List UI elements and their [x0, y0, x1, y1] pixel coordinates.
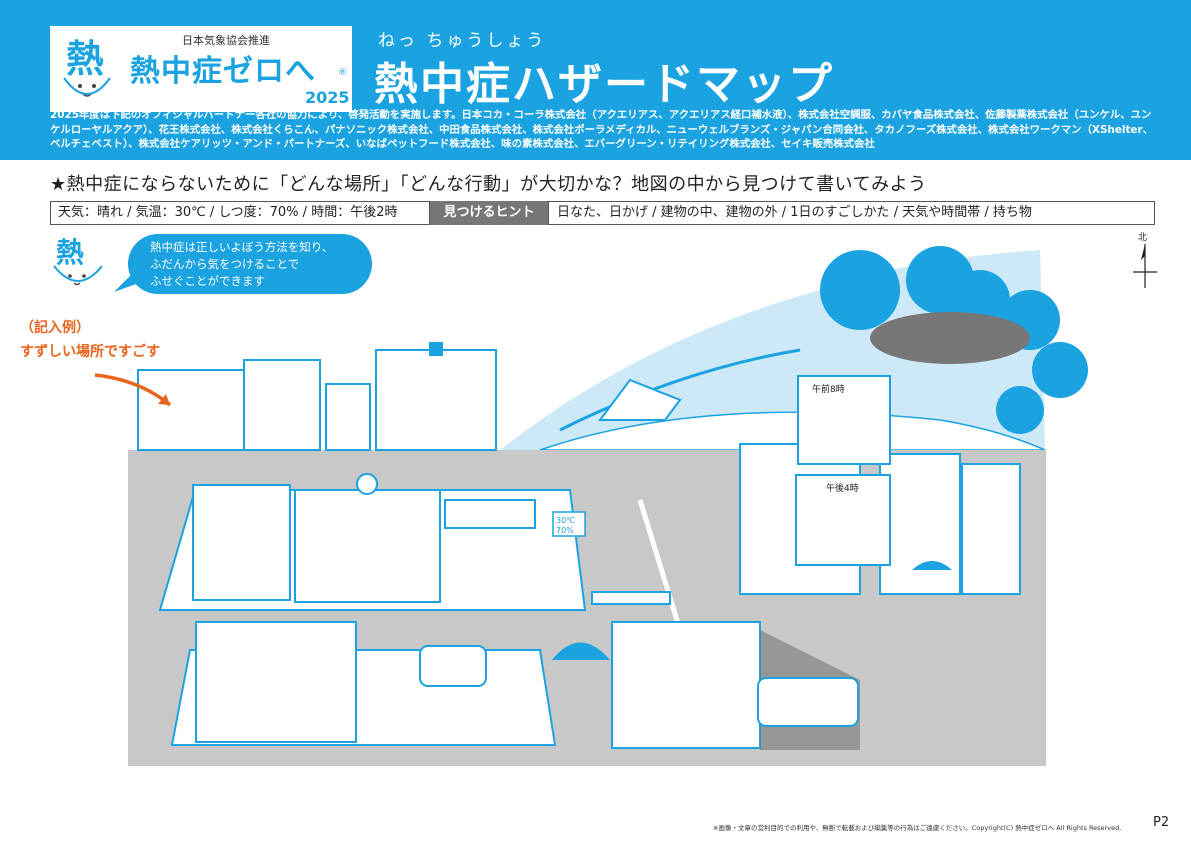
example-annotation: （記入例） すずしい場所ですごす [20, 316, 160, 364]
hazard-map-illustration[interactable]: 30℃ 70% 午前8時 午後4時 [0, 230, 1191, 770]
school-building [294, 489, 441, 603]
car-icon [419, 645, 487, 687]
gymnasium [192, 484, 291, 601]
road-barrier [591, 591, 671, 605]
bubble-line-2: ふだんから気をつけることで [150, 257, 300, 271]
logo-subtitle: 日本気象協会推進 [182, 34, 270, 47]
north-compass-icon: 北 [1133, 232, 1157, 288]
bubble-line-1: 熱中症は正しいよぼう方法を知り、 [150, 240, 334, 254]
weather-conditions: 天気：晴れ / 気温：30℃ / しつ度：70% / 時間：午後2時 [50, 201, 430, 225]
shop-building [243, 359, 321, 451]
title-ruby: ねっ ちゅうしょう [378, 31, 547, 51]
hospital-cross-icon [429, 342, 443, 356]
logo-text: 熱中症ゼロへ [130, 54, 316, 89]
svg-text:70%: 70% [556, 526, 574, 535]
library-building [611, 621, 761, 749]
logo-year: 2025 [305, 88, 350, 107]
office-building-3 [961, 463, 1021, 595]
pool [444, 499, 536, 529]
vending-machine [325, 383, 371, 451]
svg-text:午後4時: 午後4時 [826, 482, 859, 494]
svg-text:熱: 熱 [66, 37, 104, 81]
hint-text: 日なた、日かげ / 建物の中、建物の外 / 1日のすごしかた / 天気や時間帯 … [548, 201, 1155, 225]
office-building-2 [879, 453, 961, 595]
copyright-note: ※画像・文章の営利目的での利用や、無断で転載および編集等の行為はご遠慮ください。… [713, 824, 1122, 832]
speech-bubble: 熱中症は正しいよぼう方法を知り、 ふだんから気をつけることで ふせぐことができま… [128, 234, 372, 294]
header-banner: 熱 日本気象協会推進 熱中症ゼロへ ® 2025 ねっ ちゅうしょう 熱中症ハザ… [0, 0, 1191, 160]
example-label: （記入例） [20, 320, 90, 336]
hint-label: 見つけるヒント [430, 201, 548, 225]
page-title: 熱中症ハザードマップ [374, 59, 834, 110]
example-arrowhead [158, 394, 170, 405]
example-text: すずしい場所ですごす [20, 344, 161, 360]
road-marking [637, 499, 683, 631]
bus-icon [757, 677, 859, 727]
tent-icon [598, 378, 682, 421]
task-instruction: ★熱中症にならないために「どんな場所」「どんな行動」が大切かな？地図の中から見つ… [50, 174, 927, 195]
shade-area [870, 312, 1030, 364]
thermometer-sign [552, 511, 586, 537]
svg-text:30℃: 30℃ [556, 516, 575, 525]
callout-morning [797, 375, 891, 465]
sponsor-text: 2025年度は下記のオフィシャルパートナー各社の協力により、啓発活動を実施します… [50, 109, 1153, 150]
logo-registered-mark: ® [338, 68, 347, 78]
hospital-building [375, 349, 497, 451]
campaign-logo[interactable]: 熱 日本気象協会推進 熱中症ゼロへ ® 2025 [50, 26, 352, 112]
house-example [137, 369, 249, 451]
mascot-icon: 熱 [63, 37, 111, 97]
house-interior [195, 621, 357, 743]
page-number: P2 [1153, 815, 1170, 830]
svg-text:北: 北 [1138, 232, 1147, 243]
bubble-line-3: ふせぐことができます [150, 274, 265, 288]
parasol-icon [912, 561, 952, 570]
hill-path-line [559, 348, 801, 432]
mascot-small-icon: 熱 [53, 236, 103, 286]
clock-icon [356, 473, 378, 495]
callout-afternoon [795, 474, 891, 566]
svg-text:午前8時: 午前8時 [812, 383, 845, 395]
umbrella-icon [552, 642, 610, 660]
svg-text:熱: 熱 [56, 236, 84, 269]
